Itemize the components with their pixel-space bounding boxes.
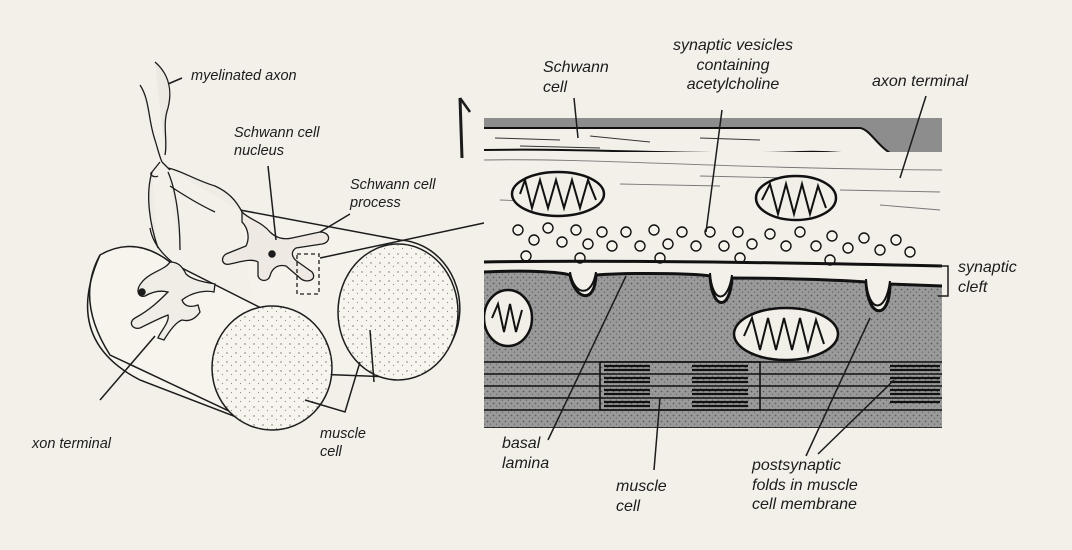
right-panel-drawing (484, 118, 942, 430)
label-schwann-nucleus-line-2: nucleus (234, 143, 319, 161)
label-muscle-right-line-1: muscle (616, 477, 667, 497)
label-folds-line-1: postsynaptic (752, 456, 858, 476)
label-schwann-process-line-1: Schwann cell (350, 177, 435, 195)
label-basal-lamina: basal lamina (502, 434, 549, 473)
label-muscle-right-line-2: cell (616, 497, 667, 517)
label-synaptic-vesicles: synaptic vesicles containing acetylcholi… (658, 36, 808, 95)
mitochondrion-muscle-right (734, 308, 838, 360)
label-schwann-right-line-1: Schwann (543, 58, 609, 78)
mitochondrion-terminal-right (756, 176, 836, 220)
label-myelinated-axon: myelinated axon (191, 68, 297, 86)
label-cleft-line-2: cleft (958, 278, 1017, 298)
label-muscle-left-line-1: muscle (320, 426, 366, 444)
label-cleft-line-1: synaptic (958, 258, 1017, 278)
mitochondrion-muscle-left (484, 290, 532, 346)
label-axon-terminal-right: axon terminal (872, 72, 968, 92)
label-postsynaptic-folds: postsynaptic folds in muscle cell membra… (752, 456, 858, 515)
myelinated-axon (140, 62, 170, 162)
label-synaptic-cleft: synaptic cleft (958, 258, 1017, 297)
label-lamina-line-1: basal (502, 434, 549, 454)
label-schwann-cell-process: Schwann cell process (350, 177, 435, 212)
label-vesicles-line-1: synaptic vesicles (658, 36, 808, 56)
label-schwann-nucleus-line-1: Schwann cell (234, 125, 319, 143)
label-muscle-cell-left: muscle cell (320, 426, 366, 461)
label-schwann-cell-right: Schwann cell (543, 58, 609, 97)
label-lamina-line-2: lamina (502, 454, 549, 474)
label-axon-terminal-left: xon terminal (32, 436, 111, 454)
label-schwann-cell-nucleus: Schwann cell nucleus (234, 125, 319, 160)
label-muscle-cell-right: muscle cell (616, 477, 667, 516)
label-folds-line-3: cell membrane (752, 495, 858, 515)
mitochondrion-terminal-left (512, 172, 604, 216)
label-muscle-left-line-2: cell (320, 444, 366, 462)
label-schwann-process-line-2: process (350, 195, 435, 213)
left-panel-drawing (88, 62, 498, 430)
label-vesicles-line-2: containing (658, 56, 808, 76)
label-schwann-right-line-2: cell (543, 78, 609, 98)
label-folds-line-2: folds in muscle (752, 476, 858, 496)
label-vesicles-line-3: acetylcholine (658, 75, 808, 95)
